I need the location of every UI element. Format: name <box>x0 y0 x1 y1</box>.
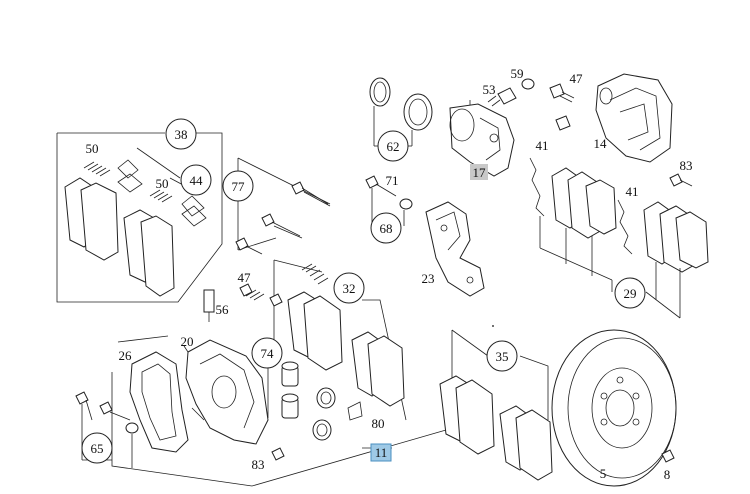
callout-50b: 50 <box>156 176 169 191</box>
pad-set-38-illustration <box>64 147 207 297</box>
callout-14-label: 14 <box>594 136 608 151</box>
callout-83a: 83 <box>680 158 693 173</box>
callout-74-label: 74 <box>261 346 275 361</box>
callout-32: 32 <box>333 272 365 304</box>
callout-41a-label: 41 <box>536 138 549 153</box>
group-38-frame <box>56 132 223 303</box>
callout-35-label: 35 <box>496 349 509 364</box>
callout-20: 20 <box>181 334 194 349</box>
callout-5: 5 <box>600 466 607 481</box>
bolt-83b-illustration <box>271 447 285 461</box>
callout-32-label: 32 <box>343 281 356 296</box>
callout-80-label: 80 <box>372 416 385 431</box>
callout-80: 80 <box>372 416 385 431</box>
callout-62: 62 <box>377 130 409 162</box>
callout-44: 44 <box>180 164 212 196</box>
callout-23-label: 23 <box>422 271 435 286</box>
bolt-83a-illustration <box>669 173 693 187</box>
bolts-71-68-illustration <box>365 175 413 226</box>
callout-17: 17 <box>470 164 488 180</box>
callout-83a-label: 83 <box>680 158 693 173</box>
callout-53-label: 53 <box>483 82 496 97</box>
callout-47a: 47 <box>570 71 584 86</box>
bracket-26-illustration <box>129 351 189 453</box>
callout-11[interactable]: 11 <box>370 443 392 462</box>
pistons-74-illustration <box>267 361 363 441</box>
callout-14: 14 <box>594 136 608 151</box>
callout-29: 29 <box>614 277 646 309</box>
callout-83b: 83 <box>252 457 265 472</box>
sensor-56-illustration <box>203 289 215 322</box>
callout-56: 56 <box>216 302 230 317</box>
callout-8-label: 8 <box>664 467 671 482</box>
caliper-14-illustration <box>595 73 673 163</box>
callout-56-label: 56 <box>216 302 230 317</box>
callout-47b: 47 <box>238 270 252 285</box>
bolts-65-illustration <box>75 391 139 468</box>
assembly-11-frame <box>111 335 447 487</box>
callout-50a: 50 <box>86 141 99 156</box>
callout-41b: 41 <box>626 184 639 199</box>
callout-59-label: 59 <box>511 66 524 81</box>
dot-marker <box>492 325 494 327</box>
callout-5-label: 5 <box>600 466 607 481</box>
brake-disc-5-illustration <box>551 329 677 487</box>
bleeder-53-59-47-illustration <box>487 78 575 131</box>
callout-26-label: 26 <box>119 348 133 363</box>
callout-44-label: 44 <box>190 173 204 188</box>
callout-38-label: 38 <box>175 127 188 142</box>
callout-65: 65 <box>81 432 113 464</box>
callout-8: 8 <box>664 467 671 482</box>
callout-17-label: 17 <box>473 165 487 180</box>
callout-11-label: 11 <box>375 445 388 460</box>
callout-35: 35 <box>486 340 518 372</box>
caliper-20-illustration <box>185 339 269 445</box>
callout-71: 71 <box>386 173 399 188</box>
callout-50a-label: 50 <box>86 141 99 156</box>
callout-41b-label: 41 <box>626 184 639 199</box>
callout-59: 59 <box>511 66 524 81</box>
callout-65-label: 65 <box>91 441 104 456</box>
callout-71-label: 71 <box>386 173 399 188</box>
callout-26: 26 <box>119 348 133 363</box>
caliper-17-illustration <box>449 100 515 177</box>
bolts-77-illustration <box>235 157 331 255</box>
callout-62-label: 62 <box>387 139 400 154</box>
pad-set-29-illustration <box>529 157 709 319</box>
callout-68-label: 68 <box>380 221 393 236</box>
callout-53: 53 <box>483 82 496 97</box>
callout-41a: 41 <box>536 138 549 153</box>
bracket-23-illustration <box>425 201 485 297</box>
callout-38: 38 <box>165 118 197 150</box>
callout-74: 74 <box>251 337 283 369</box>
callout-23: 23 <box>422 271 435 286</box>
callout-47a-label: 47 <box>570 71 584 86</box>
callout-77: 77 <box>222 170 254 202</box>
callout-83b-label: 83 <box>252 457 265 472</box>
callout-77-label: 77 <box>232 179 246 194</box>
callout-47b-label: 47 <box>238 270 252 285</box>
callout-20-label: 20 <box>181 334 194 349</box>
callout-68: 68 <box>370 212 402 244</box>
seals-62-illustration <box>369 77 433 147</box>
pad-set-35-illustration <box>439 329 553 481</box>
callout-50b-label: 50 <box>156 176 169 191</box>
pad-set-32-illustration <box>239 259 407 421</box>
callout-29-label: 29 <box>624 286 637 301</box>
